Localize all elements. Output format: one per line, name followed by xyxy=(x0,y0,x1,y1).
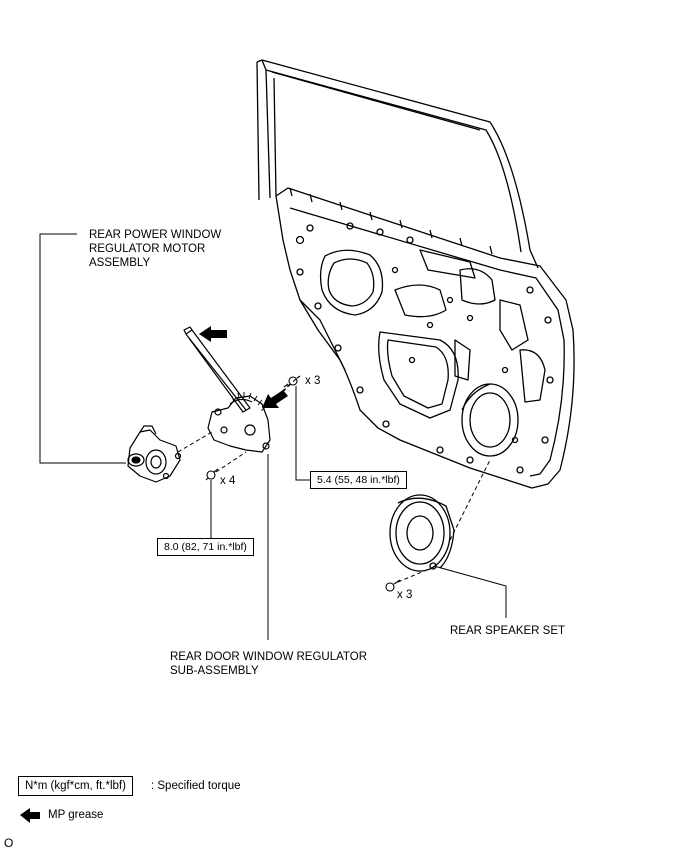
grease-arrow-icon xyxy=(199,326,227,342)
rear-speaker xyxy=(389,494,455,572)
leader-lines xyxy=(39,233,507,640)
legend-torque-desc: : Specified torque xyxy=(151,780,241,792)
bolts xyxy=(205,375,401,592)
grease-arrow-icon xyxy=(262,390,288,408)
rear-speaker-label: REAR SPEAKER SET xyxy=(450,625,566,637)
assembly-lines xyxy=(177,378,491,583)
door-inner-panel xyxy=(275,187,575,489)
regulator-torque-box: 5.4 (55, 48 in.*lbf) xyxy=(310,471,407,489)
motor-bolt xyxy=(205,468,219,481)
speaker-bolt-qty: x 3 xyxy=(397,589,413,601)
regulator-bolt xyxy=(283,375,301,388)
figure-code: O xyxy=(4,836,14,850)
arrow-left-icon xyxy=(20,808,40,823)
motor-assembly-label: REAR POWER WINDOW REGULATOR MOTOR ASSEMB… xyxy=(89,229,222,269)
motor-bolt-qty: x 4 xyxy=(220,475,236,487)
legend-torque-unit-box: N*m (kgf*cm, ft.*lbf) xyxy=(18,776,133,796)
motor-torque-box: 8.0 (82, 71 in.*lbf) xyxy=(157,538,254,556)
regulator-motor xyxy=(127,425,182,483)
legend-grease-desc: MP grease xyxy=(48,809,104,821)
door-window-frame xyxy=(256,59,539,269)
speaker-bolt xyxy=(385,579,401,592)
regulator-bolt-qty: x 3 xyxy=(305,375,321,387)
regulator-sub-assembly-label: REAR DOOR WINDOW REGULATOR SUB-ASSEMBLY xyxy=(170,651,367,677)
grease-arrows xyxy=(20,326,288,823)
window-regulator xyxy=(183,326,271,453)
